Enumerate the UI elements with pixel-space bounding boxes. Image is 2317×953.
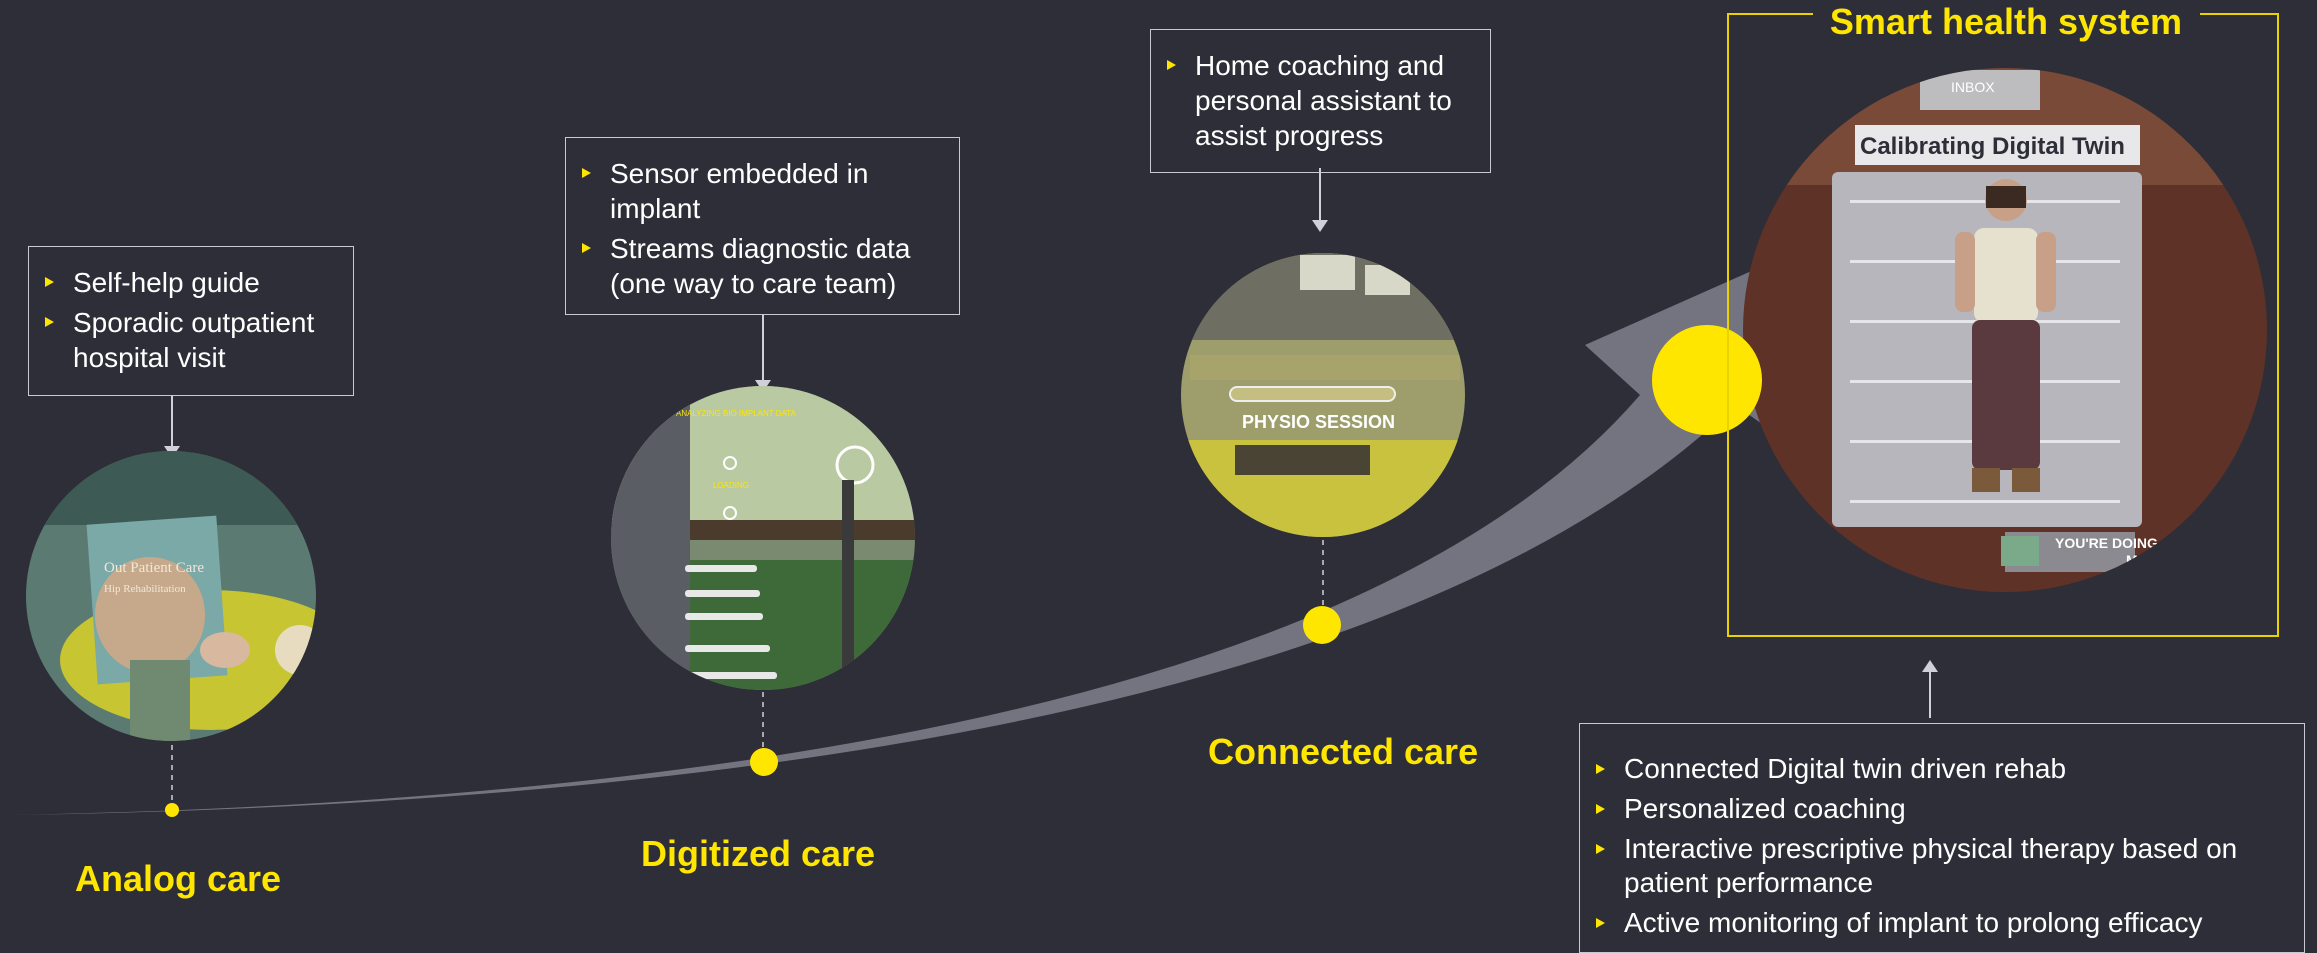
svg-text:INBOX: INBOX bbox=[1951, 79, 1995, 95]
analog-care-photo: Out Patient Care Hip Rehabilitation bbox=[26, 451, 316, 741]
list-item: Active monitoring of implant to prolong … bbox=[1592, 906, 2292, 940]
analog-marker bbox=[165, 803, 179, 817]
digitized-care-box: Sensor embedded in implant Streams diagn… bbox=[565, 137, 960, 315]
connected-care-box: Home coaching and personal assistant to … bbox=[1150, 29, 1491, 173]
svg-text:PHYSIO SESSION: PHYSIO SESSION bbox=[1242, 412, 1395, 432]
svg-text:MORE: MORE bbox=[2126, 552, 2168, 568]
svg-text:Out Patient Care: Out Patient Care bbox=[104, 560, 204, 576]
svg-text:LOADING: LOADING bbox=[713, 481, 749, 490]
list-item: Personalized coaching bbox=[1592, 792, 2292, 826]
connected-care-label: Connected care bbox=[1208, 731, 1479, 772]
list-item: Sporadic outpatient hospital visit bbox=[41, 305, 341, 375]
list-item: Connected Digital twin driven rehab bbox=[1592, 752, 2292, 786]
smart-health-frame bbox=[1727, 13, 2279, 637]
connected-care-photo: PHYSIO SESSION bbox=[1181, 253, 1465, 537]
svg-text:Hip Rehabilitation: Hip Rehabilitation bbox=[104, 583, 186, 595]
digitized-care-label: Digitized care bbox=[641, 833, 876, 874]
list-item: Streams diagnostic data (one way to care… bbox=[578, 231, 947, 301]
smart-health-photo: INBOX Calibrating Digital Twin YOU'RE DO… bbox=[1743, 68, 2267, 592]
list-item: Sensor embedded in implant bbox=[578, 156, 947, 226]
list-item: Self-help guide bbox=[41, 265, 341, 300]
digitized-care-photo: ANALYZING BIO IMPLANT DATA LOADING bbox=[611, 386, 915, 690]
list-item: Interactive prescriptive physical therap… bbox=[1592, 832, 2292, 900]
connected-marker bbox=[1303, 606, 1341, 644]
analog-care-label: Analog care bbox=[75, 858, 282, 899]
digitized-marker bbox=[750, 748, 778, 776]
connector-arrows bbox=[171, 168, 1931, 718]
smart-health-title: Smart health system bbox=[1816, 0, 2196, 44]
svg-text:YOU'RE DOING: YOU'RE DOING bbox=[2055, 535, 2158, 551]
analog-care-box: Self-help guide Sporadic outpatient hosp… bbox=[28, 246, 354, 396]
smart-health-box: Connected Digital twin driven rehab Pers… bbox=[1579, 723, 2305, 953]
smart-marker bbox=[1652, 325, 1762, 435]
svg-text:Calibrating Digital Twin: Calibrating Digital Twin bbox=[1860, 133, 2125, 160]
svg-text:ANALYZING BIO IMPLANT DATA: ANALYZING BIO IMPLANT DATA bbox=[676, 409, 797, 418]
list-item: Home coaching and personal assistant to … bbox=[1163, 48, 1474, 153]
